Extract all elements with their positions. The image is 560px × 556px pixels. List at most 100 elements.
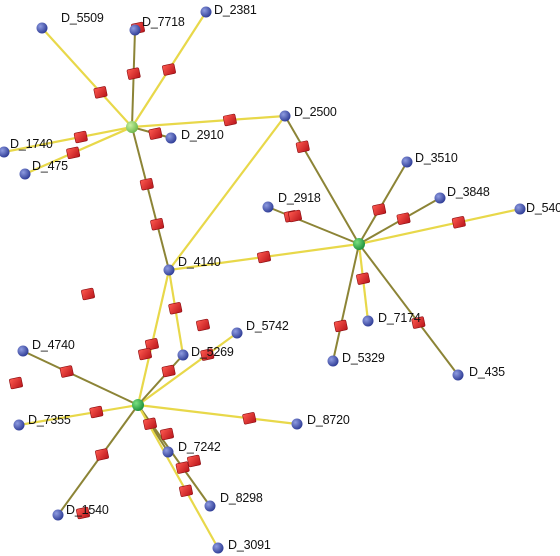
- connector-extra-0: [81, 287, 95, 301]
- node-d8298: [204, 500, 216, 512]
- label-d3091: D_3091: [228, 538, 271, 552]
- connector-13: [451, 216, 466, 229]
- edge-hubC-d5269: [137, 354, 184, 406]
- edge-hubA-d5509: [41, 27, 133, 128]
- connector-15: [356, 272, 370, 285]
- node-d7355: [13, 419, 25, 431]
- node-labels: D_5509 D_7718 D_2381 D_2910 D_2500 D_174…: [10, 3, 560, 552]
- label-d5329: D_5329: [342, 351, 385, 365]
- label-d5269: D_5269: [191, 345, 234, 359]
- node-d8720: [291, 418, 303, 430]
- connector-6-b: [150, 218, 165, 231]
- connector-extra-4: [138, 347, 152, 361]
- edge-d4140-hubC: [136, 269, 171, 406]
- edge-hubA-d1740: [3, 125, 133, 154]
- node-d7174: [362, 315, 374, 327]
- edge-hubC-d5742: [137, 332, 238, 406]
- node-d475: [19, 168, 31, 180]
- connector-11: [372, 203, 387, 216]
- edge-hubC-d4740: [22, 350, 139, 406]
- node-d5329: [327, 355, 339, 367]
- edge-d2500-hubB: [284, 115, 360, 245]
- connector-10: [257, 250, 271, 264]
- label-d435: D_435: [469, 365, 505, 379]
- edge-hubB-d5409: [358, 207, 521, 246]
- connector-extra-1: [9, 376, 23, 390]
- connector-extra-7: [288, 209, 302, 223]
- connector-extra-6: [160, 427, 174, 441]
- connector-6: [139, 178, 154, 191]
- label-d5509: D_5509: [61, 11, 104, 25]
- label-d3510: D_3510: [415, 151, 458, 165]
- connector-1: [126, 67, 141, 80]
- node-d5409: [514, 203, 526, 215]
- connector-9: [295, 140, 310, 153]
- edge-hubB-d2918: [267, 206, 360, 245]
- connector-28: [161, 364, 176, 378]
- edge-hubB-d3510: [358, 161, 408, 245]
- connector-2: [162, 63, 176, 76]
- edge-connectors: [9, 21, 466, 520]
- node-d7718: [129, 24, 141, 36]
- label-d7242: D_7242: [178, 440, 221, 454]
- label-d5742: D_5742: [246, 319, 289, 333]
- connector-20: [59, 365, 74, 378]
- node-d1540: [52, 509, 64, 521]
- connector-5: [66, 146, 81, 160]
- connector-26: [179, 484, 193, 497]
- label-d5409: D_5409: [526, 201, 560, 215]
- label-d7174: D_7174: [378, 311, 421, 325]
- label-d3848: D_3848: [447, 185, 490, 199]
- label-d7718: D_7718: [142, 15, 185, 29]
- connector-17: [411, 316, 426, 329]
- label-d7355: D_7355: [28, 413, 71, 427]
- connector-18: [145, 338, 159, 351]
- label-d2918: D_2918: [278, 191, 321, 205]
- label-d2910: D_2910: [181, 128, 224, 142]
- label-d8298: D_8298: [220, 491, 263, 505]
- connector-8: [222, 113, 237, 127]
- label-d4140: D_4140: [178, 255, 221, 269]
- hub-node-b: [353, 238, 365, 250]
- node-d2918: [262, 201, 274, 213]
- connector-4: [73, 130, 88, 144]
- node-d4140: [163, 264, 175, 276]
- connector-extra-2: [196, 318, 210, 332]
- connector-3: [148, 127, 163, 140]
- node-d2910: [165, 132, 177, 144]
- edge-hubC-d8720: [137, 403, 298, 426]
- connector-24: [175, 461, 190, 474]
- node-d7242: [162, 446, 174, 458]
- connector-extra-5: [187, 454, 201, 468]
- node-d3091: [212, 542, 224, 554]
- edge-hubA-d2500: [131, 114, 286, 129]
- node-d3510: [401, 156, 413, 168]
- connector-21: [89, 405, 104, 419]
- edges: [3, 11, 521, 549]
- label-d2381: D_2381: [214, 3, 257, 17]
- edge-d4140-d2500: [168, 115, 286, 271]
- connector-12: [396, 212, 411, 225]
- node-d3848: [434, 192, 446, 204]
- node-d5269: [177, 349, 189, 361]
- edge-hubB-d435: [358, 243, 459, 376]
- connector-0: [93, 86, 108, 99]
- label-d475: D_475: [32, 159, 68, 173]
- node-d435: [452, 369, 464, 381]
- edge-hubA-d4140: [131, 126, 170, 271]
- label-d1540: D_1540: [66, 503, 109, 517]
- node-d2381: [200, 6, 212, 18]
- node-d2500: [279, 110, 291, 122]
- node-d4740: [17, 345, 29, 357]
- label-d8720: D_8720: [307, 413, 350, 427]
- connector-extra-3: [76, 506, 90, 520]
- hub-node-c: [132, 399, 144, 411]
- label-d2500: D_2500: [294, 105, 337, 119]
- connector-19: [168, 302, 183, 315]
- node-d5742: [231, 327, 243, 339]
- connector-25: [95, 448, 109, 461]
- hub-node-a: [126, 121, 138, 133]
- connector-27: [200, 348, 215, 361]
- connector-16: [333, 319, 348, 333]
